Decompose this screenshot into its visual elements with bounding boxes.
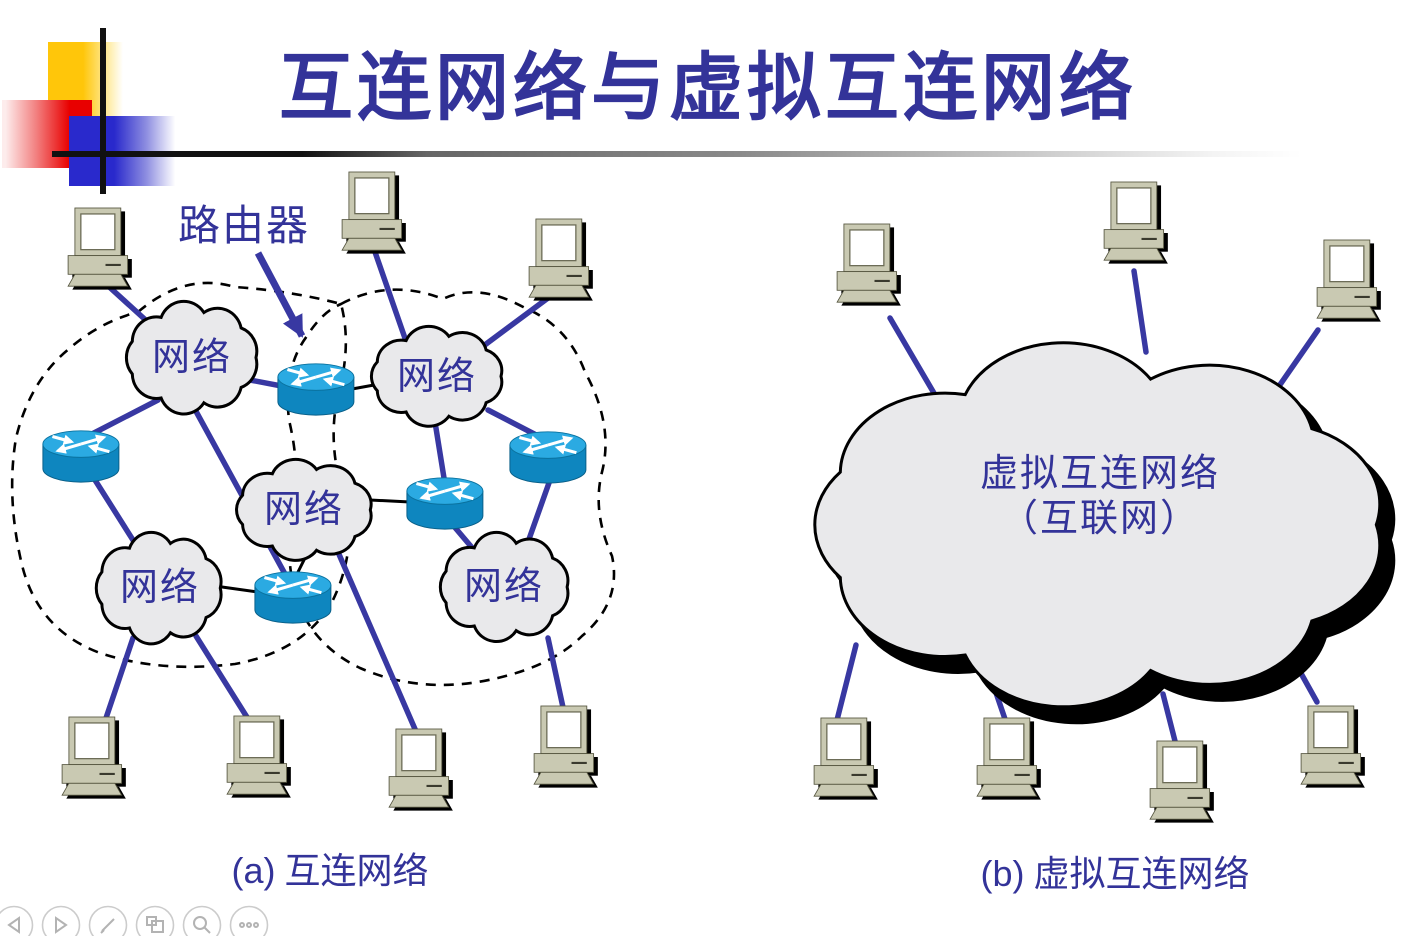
network-cloud-c: 网络 (235, 457, 373, 562)
more-icon (239, 922, 259, 928)
caption-b: (b) 虚拟互连网络 (950, 845, 1280, 897)
caption-b-prefix: (b) (980, 853, 1025, 894)
router-icon (407, 478, 483, 529)
virtual-internet-cloud: 虚拟互连网络 （互联网） (815, 343, 1393, 722)
network-cloud-a: 网络 (124, 299, 259, 416)
zoom-icon (193, 916, 211, 934)
computer-icon (226, 714, 292, 799)
router-icon (255, 572, 331, 623)
computer-icon (813, 716, 879, 801)
dashed-boundary-left (10, 281, 351, 669)
computer-icon (388, 727, 454, 812)
decor-vertical-line (100, 28, 106, 194)
next-slide-button[interactable] (41, 905, 81, 936)
player-controls (0, 905, 269, 936)
computer-icon (976, 716, 1042, 801)
network-cloud-d: 网络 (94, 530, 223, 646)
router-icon (510, 432, 586, 483)
caption-a-prefix: (a) (231, 850, 276, 891)
network-cloud-d-label: 网络 (120, 567, 200, 609)
page-title: 互连网络与虚拟互连网络 (279, 46, 1137, 129)
network-cloud-b-label: 网络 (397, 356, 477, 398)
computer-icon (67, 206, 133, 291)
computer-icon (533, 704, 599, 789)
computer-icon (836, 222, 902, 307)
network-cloud-b: 网络 (370, 325, 504, 428)
router-callout-label: 路由器 (178, 204, 311, 250)
computer-icon (1300, 704, 1366, 789)
router-icon (43, 431, 119, 482)
slide-panel-button[interactable] (135, 905, 175, 936)
computer-icon (528, 217, 594, 302)
network-cloud-e-label: 网络 (464, 566, 544, 608)
dashed-boundaries (10, 281, 616, 687)
computer-icon (1316, 238, 1382, 323)
computer-icon (61, 715, 127, 800)
router-icon (278, 364, 354, 415)
dashed-boundary-right (286, 288, 616, 687)
router-pointer-arrow (254, 251, 306, 338)
caption-b-text: 虚拟互连网络 (1024, 854, 1250, 894)
computer-icon (341, 170, 407, 255)
more-button[interactable] (229, 905, 269, 936)
title-divider-line (52, 151, 1302, 157)
computer-icon (1103, 180, 1169, 265)
computer-icon (1149, 739, 1215, 824)
next-icon (55, 916, 68, 934)
pen-button[interactable] (88, 905, 128, 936)
previous-icon (7, 916, 20, 934)
caption-a-text: 互连网络 (275, 851, 429, 891)
virtual-internet-cloud-label-line2: （互联网） (1000, 498, 1200, 540)
network-cloud-c-label: 网络 (264, 489, 344, 531)
zoom-button[interactable] (182, 905, 222, 936)
virtual-internet-cloud-label-line1: 虚拟互连网络 (980, 453, 1220, 495)
previous-slide-button[interactable] (0, 905, 34, 936)
slide-panel-icon (146, 916, 164, 933)
network-cloud-e: 网络 (438, 530, 570, 643)
pen-icon (100, 918, 115, 934)
network-cloud-a-label: 网络 (152, 337, 232, 379)
caption-a: (a) 互连网络 (180, 842, 480, 894)
